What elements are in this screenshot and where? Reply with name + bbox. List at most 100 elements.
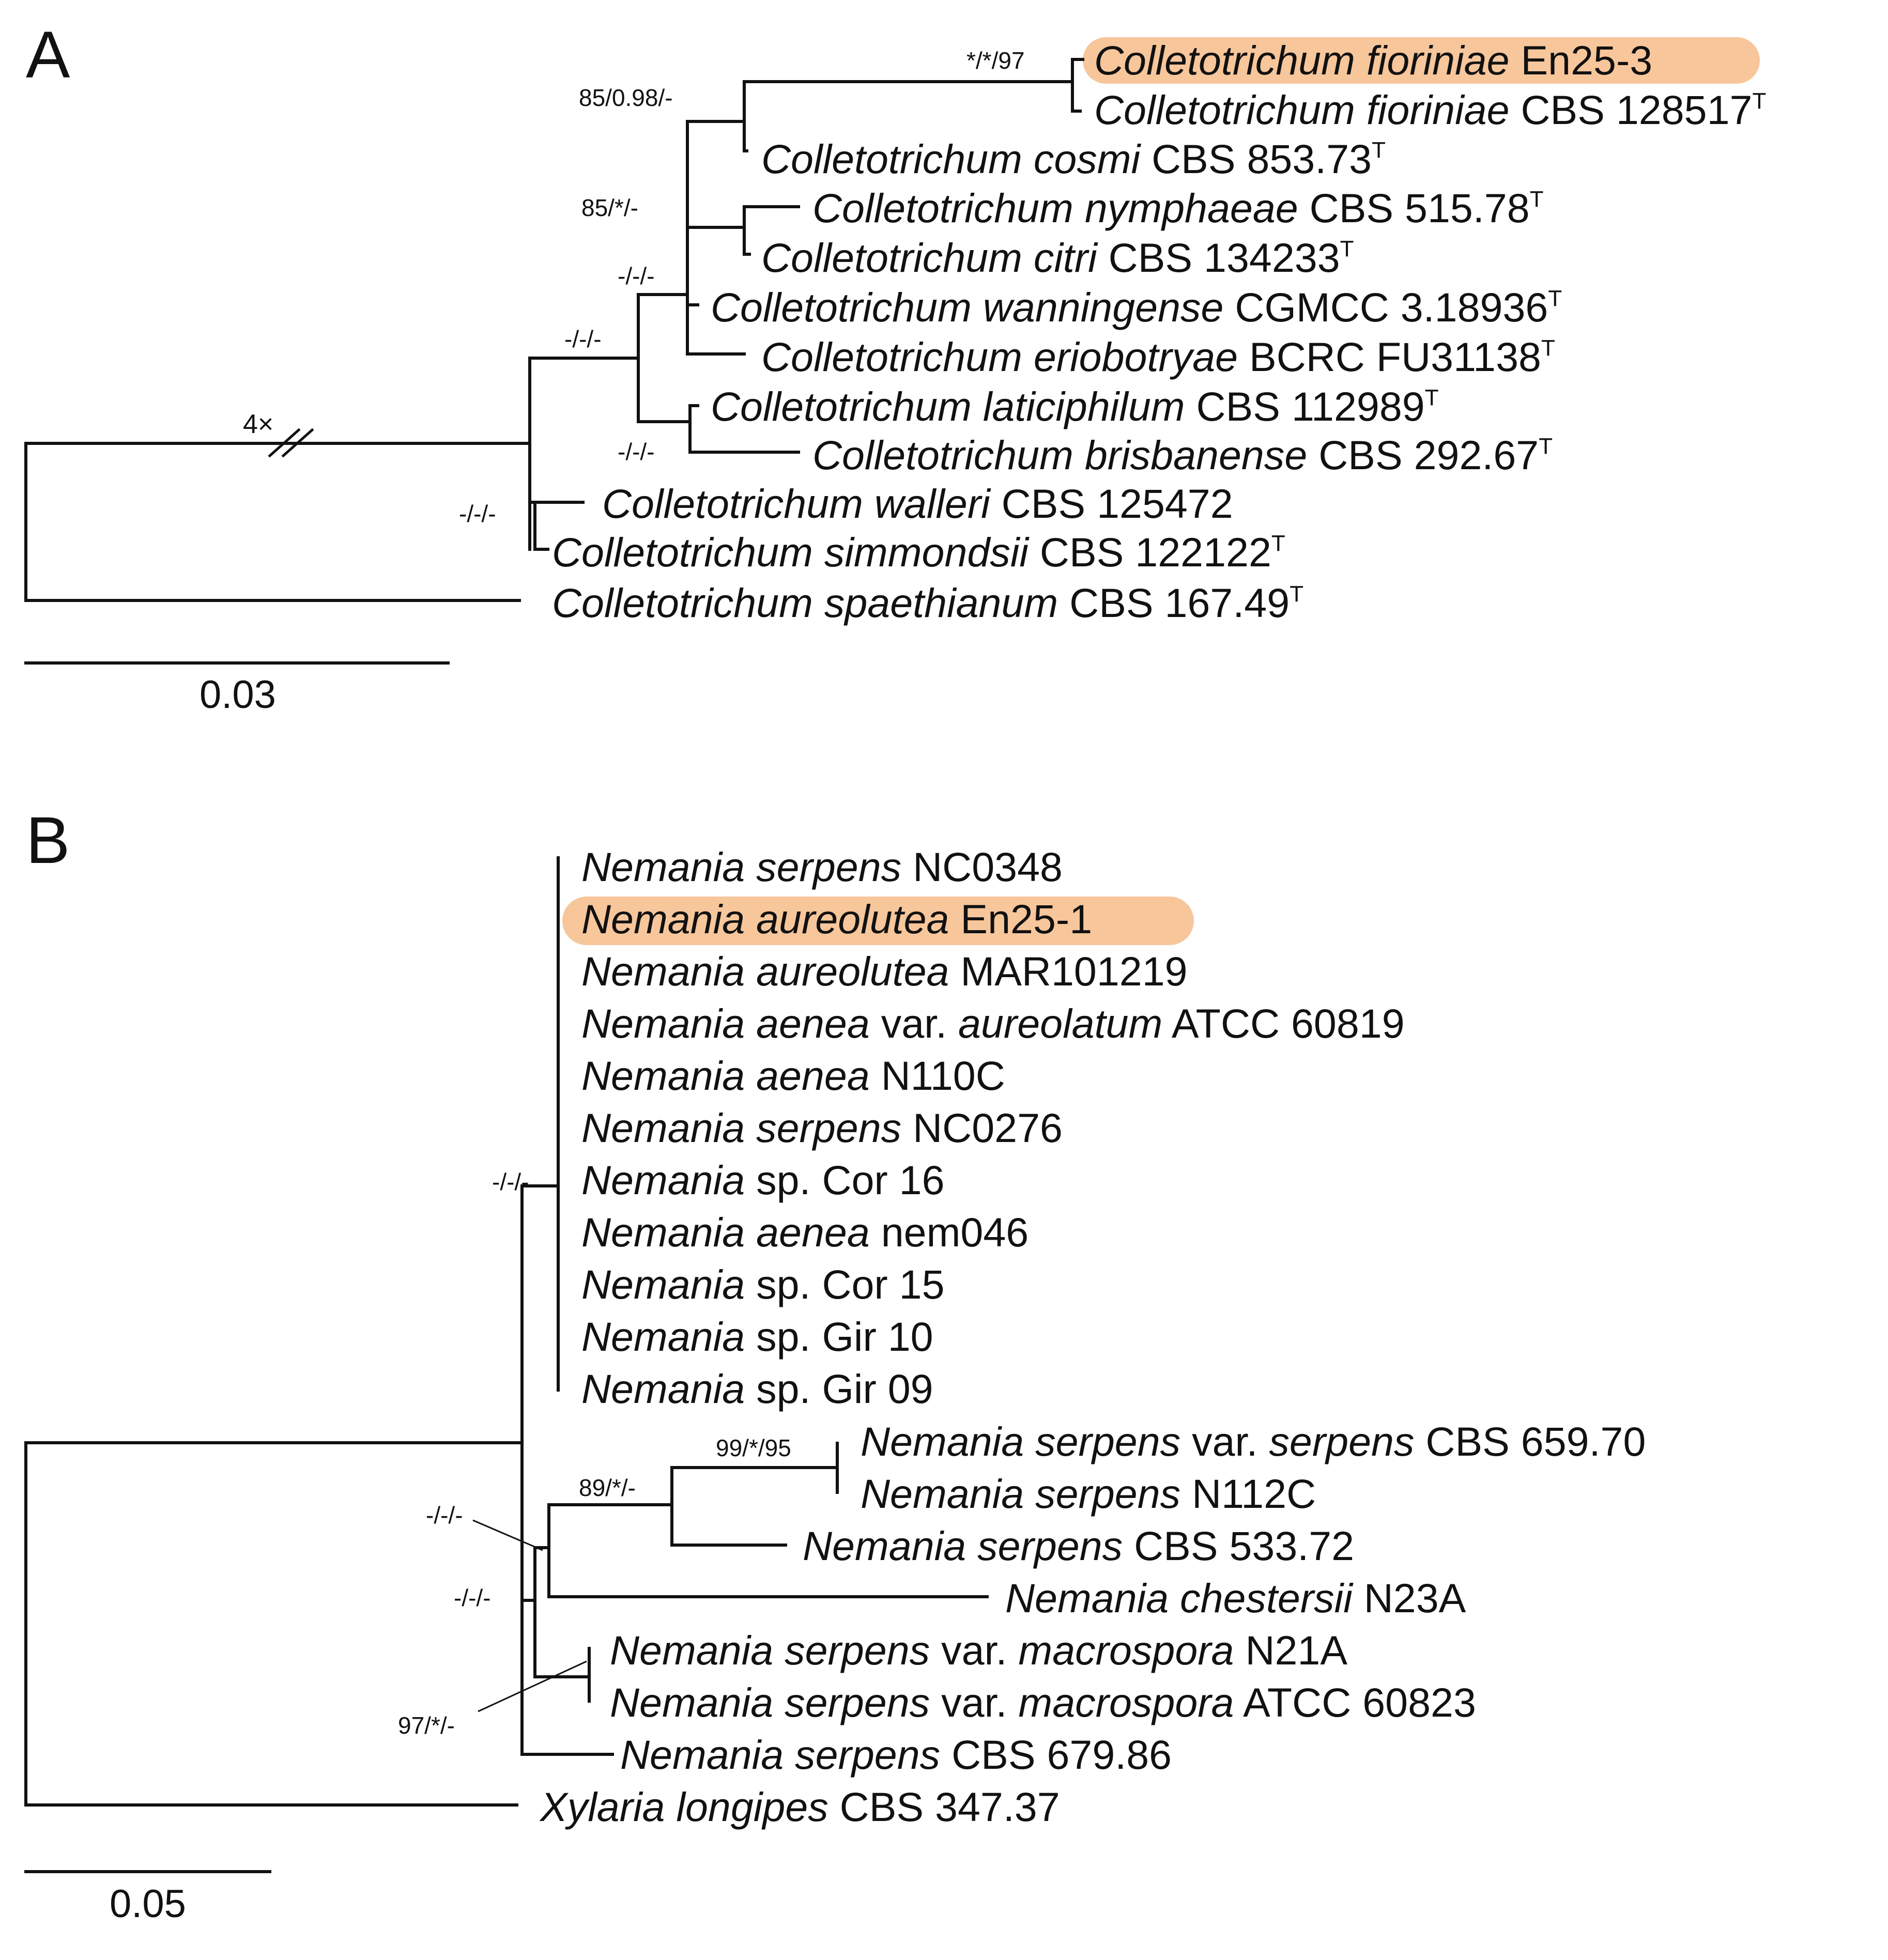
taxon-species-name: Nemania serpens <box>803 1523 1123 1569</box>
taxon-label: Xylaria longipes CBS 347.37 <box>539 1784 1060 1830</box>
taxon-species-name: Colletotrichum laticiphilum <box>711 383 1185 429</box>
type-strain-marker: T <box>1752 88 1766 114</box>
taxon-strain-text: CBS 128517 <box>1510 87 1753 133</box>
taxon-species-name: Nemania aenea <box>581 1209 870 1255</box>
panel-a-taxa: Colletotrichum fioriniae En25-3 Colletot… <box>552 37 1766 626</box>
support-wanningense-clade: -/-/- <box>618 263 655 289</box>
taxon-strain-text: CBS 533.72 <box>1123 1523 1354 1569</box>
type-strain-marker: T <box>1372 137 1386 163</box>
taxon-label: Colletotrichum fioriniae En25-3 <box>1094 37 1652 83</box>
panel-a-label: A <box>26 18 70 92</box>
taxon-species-name: Xylaria longipes <box>539 1784 828 1830</box>
taxon-label: Nemania serpens NC0348 <box>581 844 1063 890</box>
taxon-label: Nemania serpens CBS 679.86 <box>620 1732 1172 1778</box>
taxon-label: Nemania aenea N110C <box>581 1053 1005 1099</box>
type-strain-marker: T <box>1425 385 1439 410</box>
taxon-strain-text: var. <box>930 1679 1018 1725</box>
taxon-strain-text: N23A <box>1353 1575 1466 1621</box>
break-label: 4× <box>243 409 273 439</box>
taxon-label: Colletotrichum wanningense CGMCC 3.18936… <box>711 284 1562 330</box>
taxon-species-name: Nemania chestersii <box>1005 1575 1354 1621</box>
panel-a-branches <box>24 58 1084 602</box>
taxon-label: Colletotrichum cosmi CBS 853.73T <box>761 136 1386 182</box>
taxon-label: Colletotrichum simmondsii CBS 122122T <box>552 529 1285 575</box>
taxon-label: Colletotrichum walleri CBS 125472 <box>602 481 1233 527</box>
taxon-label: Colletotrichum nymphaeae CBS 515.78T <box>812 185 1544 231</box>
taxon-strain-text: BCRC FU31138 <box>1238 334 1541 380</box>
scale-bar-b-label: 0.05 <box>110 1882 186 1926</box>
taxon-species-name: Colletotrichum eriobotryae <box>761 334 1238 380</box>
taxon-species-name: Nemania aenea <box>581 1000 870 1046</box>
taxon-label: Nemania aenea nem046 <box>581 1209 1029 1255</box>
taxon-strain-text: NC0348 <box>901 844 1063 890</box>
taxon-species-name: Nemania serpens <box>610 1627 930 1673</box>
pointer-support-macrospora <box>478 1660 587 1712</box>
taxon-label: Nemania serpens var. macrospora N21A <box>610 1627 1347 1673</box>
taxon-label: Nemania serpens N112C <box>861 1471 1316 1517</box>
taxon-strain-text: N21A <box>1234 1627 1348 1673</box>
taxon-strain-text: N112C <box>1180 1471 1316 1517</box>
highlight-fioriniae-en25-3 <box>1083 37 1760 84</box>
support-var-serpens: 99/*/95 <box>716 1434 791 1461</box>
taxon-strain-text: CBS 515.78 <box>1298 185 1530 231</box>
taxon-label: Colletotrichum eriobotryae BCRC FU31138T <box>761 334 1555 380</box>
taxon-strain-text: En25-1 <box>949 896 1092 942</box>
taxon-label: Colletotrichum laticiphilum CBS 112989T <box>711 383 1439 429</box>
taxon-label: Nemania aureolutea En25-1 <box>581 896 1092 942</box>
support-macrospora: 97/*/- <box>398 1712 455 1739</box>
taxon-label: Colletotrichum brisbanense CBS 292.67T <box>812 432 1553 478</box>
taxon-strain-text: MAR101219 <box>949 948 1187 994</box>
taxon-label: Nemania sp. Gir 10 <box>581 1314 933 1360</box>
taxon-species-name: Colletotrichum spaethianum <box>552 580 1058 626</box>
taxon-species-name: Colletotrichum citri <box>761 235 1098 281</box>
type-strain-marker: T <box>1271 531 1285 556</box>
taxon-strain-text: CBS 659.70 <box>1414 1418 1646 1464</box>
taxon-strain-text: sp. Cor 15 <box>745 1261 944 1307</box>
taxon-species-name: Colletotrichum wanningense <box>711 284 1223 330</box>
taxon-species-name: Nemania serpens <box>581 844 901 890</box>
scale-bar-a-label: 0.03 <box>199 673 276 717</box>
panel-b-taxa: Nemania serpens NC0348 Nemania aureolute… <box>539 844 1646 1830</box>
taxon-strain-text: CBS 125472 <box>990 481 1233 527</box>
support-laticiphilum-brisbanense: -/-/- <box>618 438 655 465</box>
taxon-strain-text: CGMCC 3.18936 <box>1223 284 1548 330</box>
taxon-species-name: macrospora <box>1018 1627 1234 1673</box>
taxon-strain-text: var. <box>1180 1418 1269 1464</box>
taxon-label: Nemania serpens CBS 533.72 <box>803 1523 1354 1569</box>
taxon-strain-text: CBS 122122 <box>1029 529 1271 575</box>
taxon-species-name: Nemania <box>581 1157 745 1203</box>
panel-b: B -/-/- 99/*/95 89/*/- <box>24 804 1646 1926</box>
taxon-species-name: Nemania aureolutea <box>581 896 949 942</box>
taxon-label: Nemania aenea var. aureolatum ATCC 60819 <box>581 1000 1405 1046</box>
taxon-strain-text: CBS 112989 <box>1185 383 1425 429</box>
taxon-species-name: macrospora <box>1018 1679 1234 1725</box>
panel-b-label: B <box>26 804 70 877</box>
taxon-strain-text: ATCC 60819 <box>1162 1000 1404 1046</box>
taxon-label: Nemania sp. Cor 15 <box>581 1261 945 1307</box>
taxon-species-name: Colletotrichum walleri <box>602 481 991 527</box>
taxon-label: Colletotrichum spaethianum CBS 167.49T <box>552 580 1303 626</box>
support-big-clade: -/-/- <box>492 1168 529 1195</box>
pointer-support-chestersii <box>472 1519 543 1551</box>
support-core-clade: -/-/- <box>564 326 602 352</box>
taxon-strain-text: CBS 292.67 <box>1307 432 1539 478</box>
taxon-strain-text: CBS 134233 <box>1097 235 1340 281</box>
panel-b-branches <box>24 856 989 1807</box>
taxon-species-name: Colletotrichum simmondsii <box>552 529 1030 575</box>
support-serpens-group: 89/*/- <box>579 1474 636 1501</box>
branch-break-mark-2 <box>281 428 314 458</box>
taxon-strain-text: CBS 853.73 <box>1140 136 1372 182</box>
taxon-strain-text: ATCC 60823 <box>1234 1679 1476 1725</box>
support-walleri-clade: -/-/- <box>459 500 496 527</box>
taxon-label: Nemania sp. Cor 16 <box>581 1157 945 1203</box>
taxon-strain-text: NC0276 <box>901 1105 1063 1151</box>
support-nymphaeae-clade: 85/*/- <box>581 194 638 221</box>
taxon-species-name: Nemania serpens <box>610 1679 930 1725</box>
taxon-strain-text: sp. Cor 16 <box>745 1157 944 1203</box>
panel-a: A <box>24 18 1766 717</box>
taxon-strain-text: CBS 679.86 <box>940 1732 1172 1778</box>
taxon-species-name: Colletotrichum brisbanense <box>812 432 1307 478</box>
taxon-strain-text: En25-3 <box>1510 37 1653 83</box>
taxon-species-name: Colletotrichum cosmi <box>761 136 1142 182</box>
